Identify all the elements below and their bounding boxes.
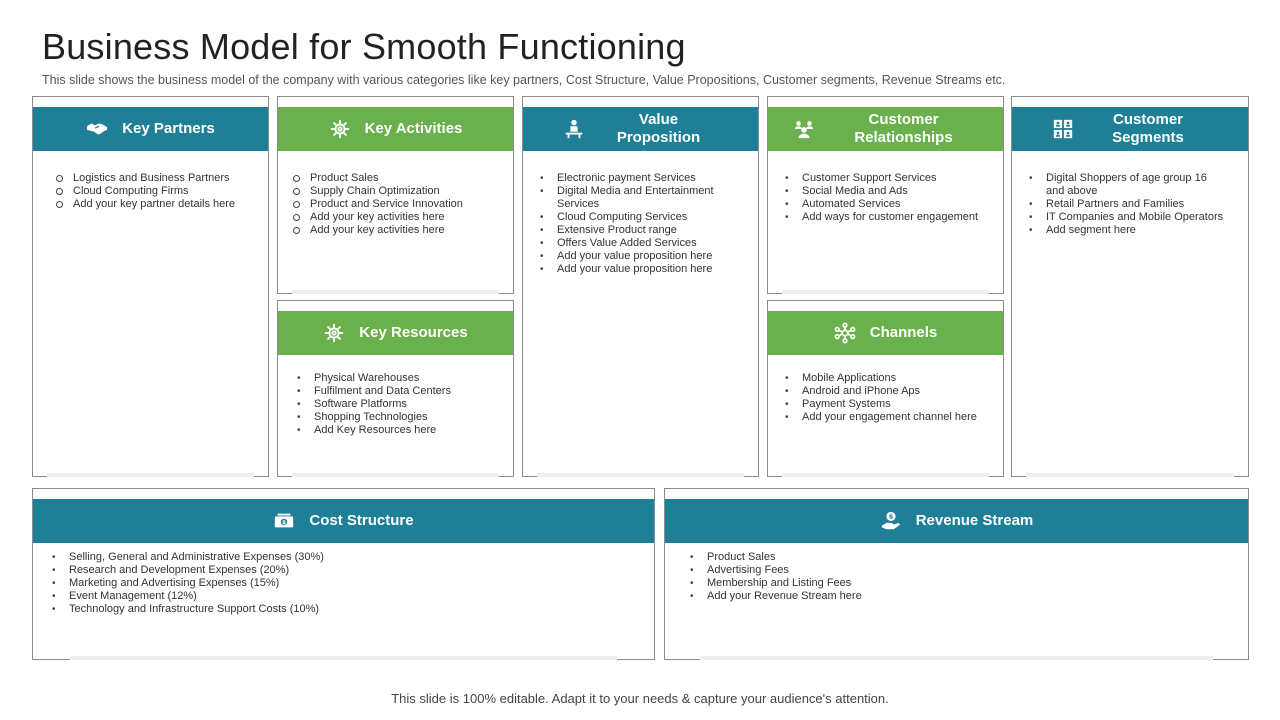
list-item: Membership and Listing Fees <box>689 577 862 590</box>
customer-segments-list: Digital Shoppers of age group 16 and abo… <box>1028 172 1228 237</box>
key-activities-header: Key Activities <box>278 107 513 151</box>
list-item: Add your value proposition here <box>539 250 739 263</box>
key-activities-title: Key Activities <box>364 120 463 137</box>
handshake-icon <box>86 118 108 140</box>
list-item: Marketing and Advertising Expenses (15%) <box>51 577 324 590</box>
list-item: Customer Support Services <box>784 172 978 185</box>
list-item: Add your Revenue Stream here <box>689 590 862 603</box>
revenue-stream-header: $ Revenue Stream <box>665 499 1248 543</box>
value-proposition-title: Value Proposition <box>616 111 701 146</box>
key-resources-card: Key Resources Physical WarehousesFulfilm… <box>277 300 514 477</box>
list-item: Extensive Product range <box>539 224 739 237</box>
list-item: Payment Systems <box>784 398 977 411</box>
key-partners-title: Key Partners <box>122 120 215 137</box>
customer-relationships-card: Customer Relationships Customer Support … <box>767 96 1004 294</box>
cost-structure-header: $ Cost Structure <box>33 499 654 543</box>
list-item: Add Key Resources here <box>296 424 451 437</box>
list-item: Social Media and Ads <box>784 185 978 198</box>
list-item: IT Companies and Mobile Operators <box>1028 211 1228 224</box>
list-item: Product Sales <box>292 172 463 185</box>
list-item: Selling, General and Administrative Expe… <box>51 551 324 564</box>
list-item: Software Platforms <box>296 398 451 411</box>
people-group-icon <box>793 118 815 140</box>
channels-title: Channels <box>869 324 938 341</box>
value-proposition-header: Value Proposition <box>523 107 758 151</box>
list-item: Research and Development Expenses (20%) <box>51 564 324 577</box>
customer-segments-title: Customer Segments <box>1112 111 1184 146</box>
segments-icon <box>1052 118 1074 140</box>
money-icon: $ <box>273 510 295 532</box>
list-item: Add your value proposition here <box>539 263 739 276</box>
page-title: Business Model for Smooth Functioning <box>42 26 686 67</box>
revenue-stream-card: $ Revenue Stream Product SalesAdvertisin… <box>664 488 1249 660</box>
network-icon <box>834 322 856 344</box>
key-resources-header: Key Resources <box>278 311 513 355</box>
list-item: Add your key partner details here <box>55 198 235 211</box>
money-hand-icon: $ <box>880 510 902 532</box>
list-item: Shopping Technologies <box>296 411 451 424</box>
list-item: Fulfilment and Data Centers <box>296 385 451 398</box>
value-proposition-card: Value Proposition Electronic payment Ser… <box>522 96 759 477</box>
list-item: Offers Value Added Services <box>539 237 739 250</box>
channels-header: Channels <box>768 311 1003 355</box>
list-item: Event Management (12%) <box>51 590 324 603</box>
list-item: Technology and Infrastructure Support Co… <box>51 603 324 616</box>
list-item: Product Sales <box>689 551 862 564</box>
list-item: Automated Services <box>784 198 978 211</box>
list-item: Cloud Computing Firms <box>55 185 235 198</box>
list-item: Digital Media and Entertainment Services <box>539 185 739 211</box>
list-item: Physical Warehouses <box>296 372 451 385</box>
list-item: Add ways for customer engagement <box>784 211 978 224</box>
presenter-icon <box>563 118 585 140</box>
gear-icon <box>329 118 351 140</box>
svg-text:$: $ <box>282 520 286 526</box>
list-item: Advertising Fees <box>689 564 862 577</box>
cost-structure-list: Selling, General and Administrative Expe… <box>51 551 324 616</box>
list-item: Logistics and Business Partners <box>55 172 235 185</box>
cost-structure-title: Cost Structure <box>309 512 414 529</box>
list-item: Supply Chain Optimization <box>292 185 463 198</box>
key-resources-title: Key Resources <box>359 324 468 341</box>
list-item: Cloud Computing Services <box>539 211 739 224</box>
list-item: Digital Shoppers of age group 16 and abo… <box>1028 172 1228 198</box>
svg-text:$: $ <box>888 513 893 521</box>
customer-segments-header: Customer Segments <box>1012 107 1248 151</box>
gear-icon <box>323 322 345 344</box>
customer-relationships-list: Customer Support ServicesSocial Media an… <box>784 172 978 224</box>
revenue-stream-list: Product SalesAdvertising FeesMembership … <box>689 551 862 603</box>
channels-list: Mobile ApplicationsAndroid and iPhone Ap… <box>784 372 977 424</box>
list-item: Mobile Applications <box>784 372 977 385</box>
value-proposition-list: Electronic payment ServicesDigital Media… <box>539 172 739 276</box>
key-partners-card: Key Partners Logistics and Business Part… <box>32 96 269 477</box>
customer-relationships-title: Customer Relationships <box>854 111 953 146</box>
page-subtitle: This slide shows the business model of t… <box>42 73 1006 87</box>
list-item: Add your engagement channel here <box>784 411 977 424</box>
channels-card: Channels Mobile ApplicationsAndroid and … <box>767 300 1004 477</box>
footer-note: This slide is 100% editable. Adapt it to… <box>391 691 889 706</box>
key-partners-header: Key Partners <box>33 107 268 151</box>
list-item: Retail Partners and Families <box>1028 198 1228 211</box>
list-item: Electronic payment Services <box>539 172 739 185</box>
customer-segments-card: Customer Segments Digital Shoppers of ag… <box>1011 96 1249 477</box>
key-resources-list: Physical WarehousesFulfilment and Data C… <box>296 372 451 437</box>
list-item: Product and Service Innovation <box>292 198 463 211</box>
customer-relationships-header: Customer Relationships <box>768 107 1003 151</box>
revenue-stream-title: Revenue Stream <box>915 512 1034 529</box>
list-item: Add segment here <box>1028 224 1228 237</box>
list-item: Android and iPhone Aps <box>784 385 977 398</box>
list-item: Add your key activities here <box>292 224 463 237</box>
cost-structure-card: $ Cost Structure Selling, General and Ad… <box>32 488 655 660</box>
list-item: Add your key activities here <box>292 211 463 224</box>
